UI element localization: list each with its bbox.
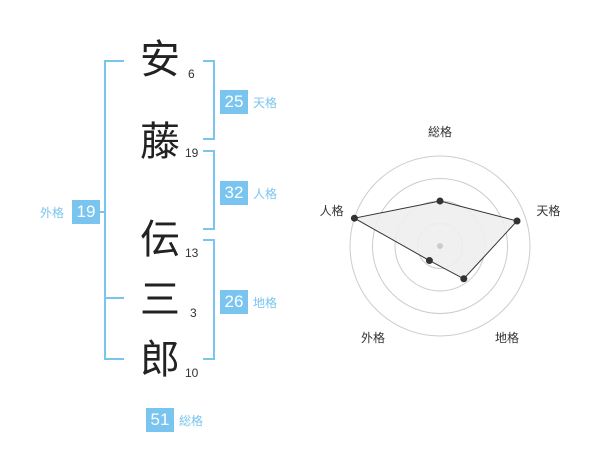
- tenkaku-value-badge: 25: [220, 90, 248, 114]
- stroke-count-2: 19: [185, 146, 199, 160]
- radar-axis-label-4: 外格: [361, 330, 385, 345]
- soukaku-label: 総格: [179, 414, 204, 428]
- radar-point-2: [513, 217, 521, 225]
- gaikaku-value-badge: 19: [72, 200, 100, 224]
- name-char-4: 三: [140, 277, 180, 323]
- tenkaku-bracket: [203, 60, 215, 140]
- radar-axis-label-1: 総格: [428, 124, 452, 139]
- radar-ring: [372, 178, 508, 314]
- stroke-count-5: 10: [185, 366, 199, 380]
- radar-center-dot: [437, 243, 443, 249]
- stroke-count-4: 3: [190, 306, 197, 320]
- gaikaku-connector: [96, 211, 106, 213]
- gaikaku-label: 外格: [40, 206, 65, 220]
- gaikaku-bracket: [104, 60, 124, 360]
- stroke-count-3: 13: [185, 246, 199, 260]
- radar-ring: [349, 155, 531, 337]
- jinkaku-bracket: [203, 150, 215, 230]
- name-char-5: 郎: [140, 337, 180, 383]
- tenkaku-label: 天格: [253, 96, 278, 110]
- radar-polygon: [352, 200, 518, 280]
- chikaku-label: 地格: [253, 296, 278, 310]
- jinkaku-value-badge: 32: [220, 181, 248, 205]
- radar-point-3: [460, 275, 468, 283]
- gaikaku-bracket-divider: [104, 297, 124, 299]
- radar-axis-label-3: 地格: [495, 330, 519, 345]
- stroke-count-1: 6: [188, 67, 195, 81]
- radar-axis-label-5: 人格: [320, 203, 344, 218]
- radar-points: [350, 197, 521, 283]
- name-char-1: 安: [140, 37, 180, 83]
- radar-point-1: [436, 197, 444, 205]
- jinkaku-label: 人格: [253, 187, 278, 201]
- radar-axis-label-2: 天格: [536, 203, 560, 218]
- radar-point-5: [350, 214, 358, 222]
- chikaku-value-badge: 26: [220, 290, 248, 314]
- name-char-3: 伝: [140, 217, 180, 263]
- soukaku-value-badge: 51: [146, 408, 174, 432]
- radar-point-4: [425, 257, 433, 265]
- chikaku-bracket: [203, 239, 215, 360]
- name-char-2: 藤: [140, 119, 180, 165]
